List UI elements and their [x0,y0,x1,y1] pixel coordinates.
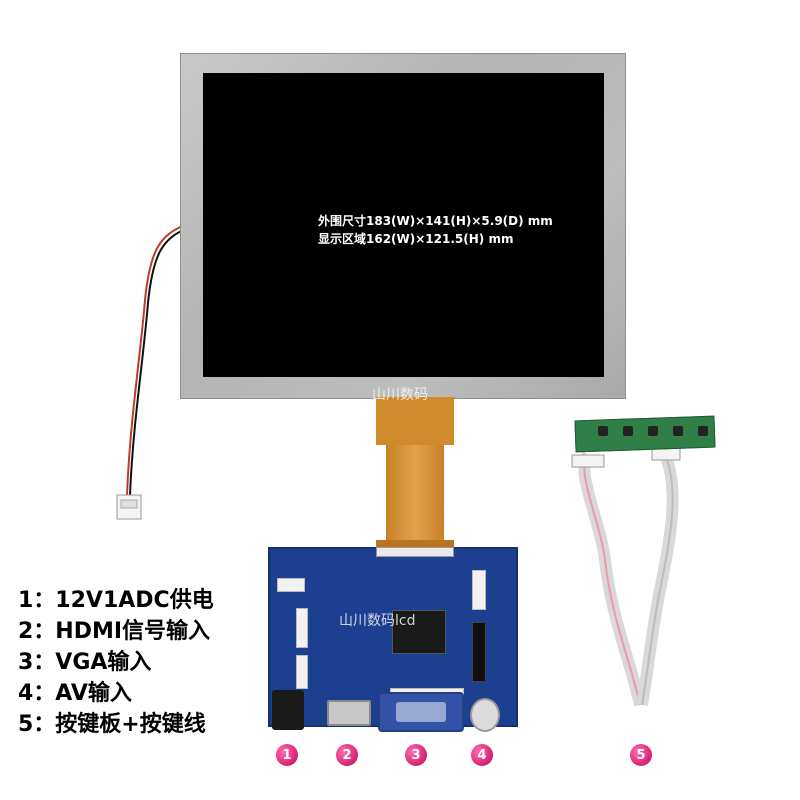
watermark-board: 山川数码lcd [339,613,416,629]
board-connector [296,608,308,648]
legend-item-hdmi: 2：HDMI信号输入 [18,619,211,644]
key-board [574,415,716,453]
hdmi-port [327,700,371,726]
av-jack [470,698,500,732]
badge-5: 5 [630,744,652,766]
key-button [623,426,633,436]
spec-outer-dimensions: 外围尺寸183(W)×141(H)×5.9(D) mm [318,214,553,228]
spec-display-area: 显示区域162(W)×121.5(H) mm [318,232,514,246]
vga-port-inner [396,702,446,722]
lvds-connector [376,547,454,557]
badge-3: 3 [405,744,427,766]
dc-power-jack [272,690,304,730]
key-button [648,426,658,436]
key-button [673,426,683,436]
flex-cable-top [376,397,454,445]
legend-item-keys: 5：按键板+按键线 [18,712,206,737]
legend-item-power: 1：12V1ADC供电 [18,588,214,613]
key-button [598,426,608,436]
main-chip [392,610,446,654]
board-connector [472,570,486,610]
badge-2: 2 [336,744,358,766]
lcd-screen [203,73,604,377]
legend: 1：12V1ADC供电 2：HDMI信号输入 3：VGA输入 4：AV输入 5：… [18,585,268,740]
badge-1: 1 [276,744,298,766]
legend-item-av: 4：AV输入 [18,681,132,706]
key-button [698,426,708,436]
pin-header [472,622,486,682]
flex-cable [386,445,444,540]
board-connector [277,578,305,592]
badge-4: 4 [471,744,493,766]
board-connector [296,655,308,689]
watermark-top: 山川数码 [372,387,428,403]
legend-item-vga: 3：VGA输入 [18,650,152,675]
